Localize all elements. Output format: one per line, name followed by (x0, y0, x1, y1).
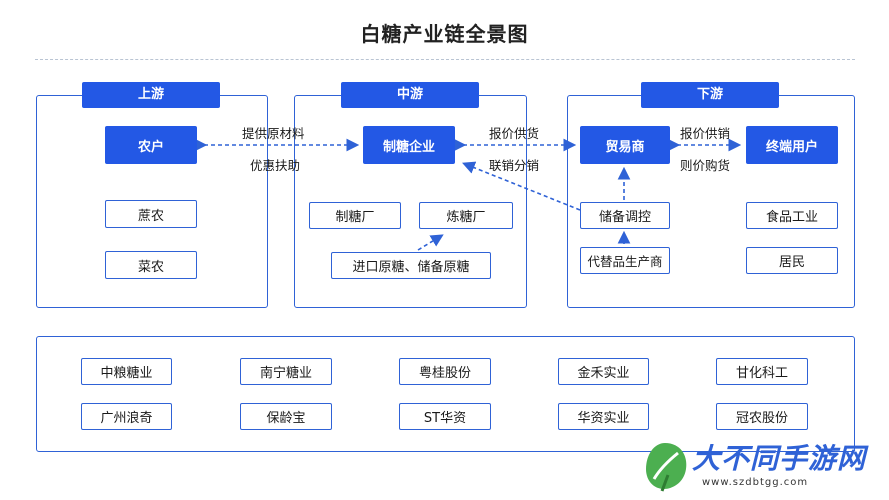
node-reserve-control: 储备调控 (580, 202, 670, 229)
flow-label-quote-supply: 报价供货 (489, 126, 540, 141)
company-box: 南宁糖业 (240, 358, 332, 385)
node-residents: 居民 (746, 247, 838, 274)
node-trader: 贸易商 (580, 126, 670, 164)
page-title: 白糖产业链全景图 (360, 22, 529, 46)
company-box: 华资实业 (558, 403, 649, 430)
node-beet-farmer: 菜农 (105, 251, 197, 279)
node-food-industry: 食品工业 (746, 202, 838, 229)
watermark-url: www.szdbtgg.com (702, 477, 809, 488)
title-divider (35, 59, 855, 60)
flow-label-quote-sales: 报价供销 (680, 126, 731, 141)
flow-label-preferential-support: 优惠扶助 (250, 158, 301, 173)
node-sugarcane-farmer: 蔗农 (105, 200, 197, 228)
node-refinery: 炼糖厂 (419, 202, 513, 229)
watermark-name: 大不同手游网 (692, 442, 867, 475)
node-end-user: 终端用户 (746, 126, 838, 164)
company-box: 广州浪奇 (81, 403, 172, 430)
company-box: 金禾实业 (558, 358, 649, 385)
company-box: 保龄宝 (240, 403, 332, 430)
company-box: 冠农股份 (716, 403, 808, 430)
flow-label-raw-material: 提供原材料 (242, 126, 305, 141)
company-box: ST华资 (399, 403, 491, 430)
node-substitute-producer: 代替品生产商 (580, 247, 670, 274)
node-sugar-enterprise: 制糖企业 (363, 126, 455, 164)
watermark-logo: 大不同手游网 www.szdbtgg.com (640, 435, 889, 500)
upstream-tag: 上游 (82, 82, 220, 108)
midstream-tag: 中游 (341, 82, 479, 108)
company-box: 中粮糖业 (81, 358, 172, 385)
node-sugar-mill: 制糖厂 (309, 202, 401, 229)
node-farmer: 农户 (105, 126, 197, 164)
company-box: 甘化科工 (716, 358, 808, 385)
downstream-tag: 下游 (641, 82, 779, 108)
node-imported-raw-sugar: 进口原糖、储备原糖 (331, 252, 491, 279)
company-box: 粤桂股份 (399, 358, 491, 385)
flow-label-joint-distribution: 联销分销 (489, 158, 540, 173)
companies-panel (36, 336, 855, 452)
flow-label-purchase: 则价购货 (680, 158, 731, 173)
leaf-icon (646, 443, 687, 492)
